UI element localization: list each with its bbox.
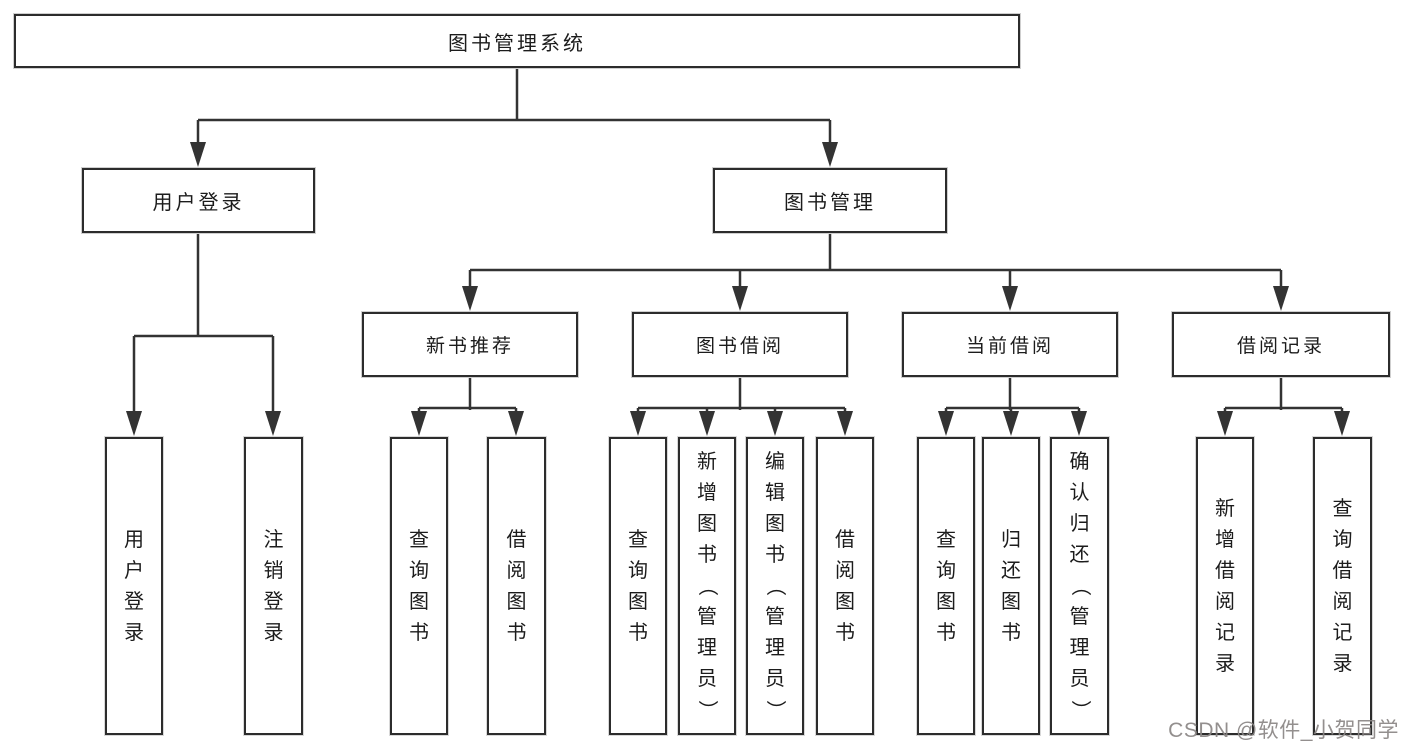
node-label: 图书管理: [784, 192, 876, 214]
leaf-label: 归还图书: [1001, 528, 1021, 644]
leaf-add-borrow-record: 新增借阅记录: [1195, 436, 1255, 736]
leaf-label: 查询图书: [409, 528, 429, 644]
node-new-book-recommend: 新书推荐: [361, 311, 579, 378]
leaf-add-books-admin: 新增图书（管理员）: [677, 436, 737, 736]
node-label: 新书推荐: [425, 336, 514, 357]
leaf-user-login: 用户登录: [104, 436, 164, 736]
leaf-label: 借阅图书: [835, 528, 855, 644]
leaf-edit-books-admin: 编辑图书（管理员）: [745, 436, 805, 736]
leaf-query-books-3: 查询图书: [916, 436, 976, 736]
leaf-query-books: 查询图书: [389, 436, 449, 736]
node-current-borrowing: 当前借阅: [901, 311, 1119, 378]
leaf-label: 确认归还（管理员）: [1068, 451, 1091, 720]
node-label: 当前借阅: [965, 336, 1054, 357]
node-book-borrowing: 图书借阅: [631, 311, 849, 378]
arrowheads: [126, 142, 1350, 436]
leaf-query-books-2: 查询图书: [608, 436, 668, 736]
leaf-borrow-books: 借阅图书: [486, 436, 547, 736]
node-label: 图书管理系统: [448, 32, 586, 55]
node-user-login: 用户登录: [81, 167, 316, 234]
leaf-label: 查询图书: [628, 528, 648, 644]
node-label: 借阅记录: [1236, 336, 1325, 357]
node-borrowing-records: 借阅记录: [1171, 311, 1391, 378]
leaf-label: 新增图书（管理员）: [696, 451, 718, 720]
leaf-label: 编辑图书（管理员）: [764, 451, 786, 720]
leaf-label: 借阅图书: [506, 528, 527, 644]
leaf-logout: 注销登录: [243, 436, 304, 736]
leaf-label: 用户登录: [124, 528, 144, 644]
leaf-label: 新增借阅记录: [1215, 497, 1235, 675]
leaf-label: 注销登录: [263, 528, 284, 644]
leaf-label: 查询图书: [936, 528, 956, 644]
leaf-return-books: 归还图书: [981, 436, 1041, 736]
leaf-label: 查询借阅记录: [1332, 497, 1353, 675]
leaf-query-borrow-record: 查询借阅记录: [1312, 436, 1373, 736]
watermark: CSDN @软件_小贺同学: [1168, 719, 1399, 742]
node-library-management-system: 图书管理系统: [13, 13, 1021, 69]
leaf-borrow-books-2: 借阅图书: [815, 436, 875, 736]
node-book-management: 图书管理: [712, 167, 948, 234]
node-label: 图书借阅: [695, 336, 784, 357]
leaf-confirm-return-admin: 确认归还（管理员）: [1049, 436, 1110, 736]
node-label: 用户登录: [152, 192, 245, 214]
